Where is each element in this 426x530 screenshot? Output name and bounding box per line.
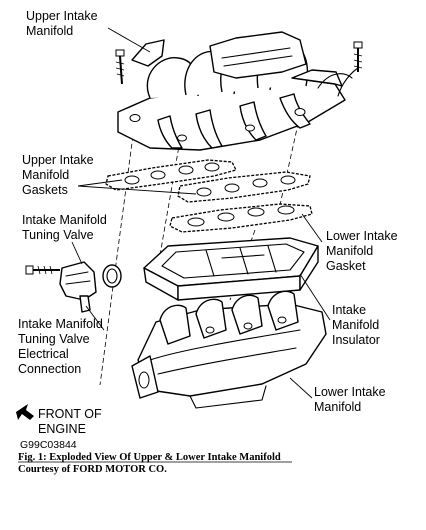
label-tuning-valve-electrical-connection: Intake Manifold Tuning Valve Electrical … bbox=[18, 317, 106, 376]
label-lower-intake-manifold: Lower Intake Manifold bbox=[314, 385, 389, 414]
leader-lines bbox=[71, 27, 331, 399]
caption-credit: Courtesy of FORD MOTOR CO. bbox=[18, 464, 167, 475]
label-intake-manifold-insulator: Intake Manifold Insulator bbox=[332, 303, 383, 347]
upper-intake-manifold-gaskets-part bbox=[105, 159, 311, 203]
intake-manifold-insulator-part bbox=[143, 237, 319, 301]
label-upper-intake-manifold-gaskets: Upper Intake Manifold Gaskets bbox=[22, 153, 97, 197]
bolt-icon bbox=[353, 41, 363, 72]
caption-title: Fig. 1: Exploded View Of Upper & Lower I… bbox=[18, 452, 281, 463]
lower-intake-manifold-gasket-part bbox=[169, 203, 313, 233]
label-upper-intake-manifold: Upper Intake Manifold bbox=[26, 9, 101, 38]
tuning-valve-part bbox=[25, 261, 122, 313]
lower-intake-manifold-part bbox=[131, 290, 327, 409]
label-lower-intake-manifold-gasket: Lower Intake Manifold Gasket bbox=[326, 229, 401, 273]
bolt-icon bbox=[115, 49, 125, 85]
upper-intake-manifold-part bbox=[117, 31, 359, 151]
label-front-of-engine: FRONT OF ENGINE bbox=[38, 407, 105, 436]
label-intake-manifold-tuning-valve: Intake Manifold Tuning Valve bbox=[22, 213, 110, 242]
mounting-bolts bbox=[115, 41, 363, 85]
front-of-engine-arrow-icon bbox=[16, 404, 34, 420]
figure-code: G99C03844 bbox=[20, 439, 77, 451]
